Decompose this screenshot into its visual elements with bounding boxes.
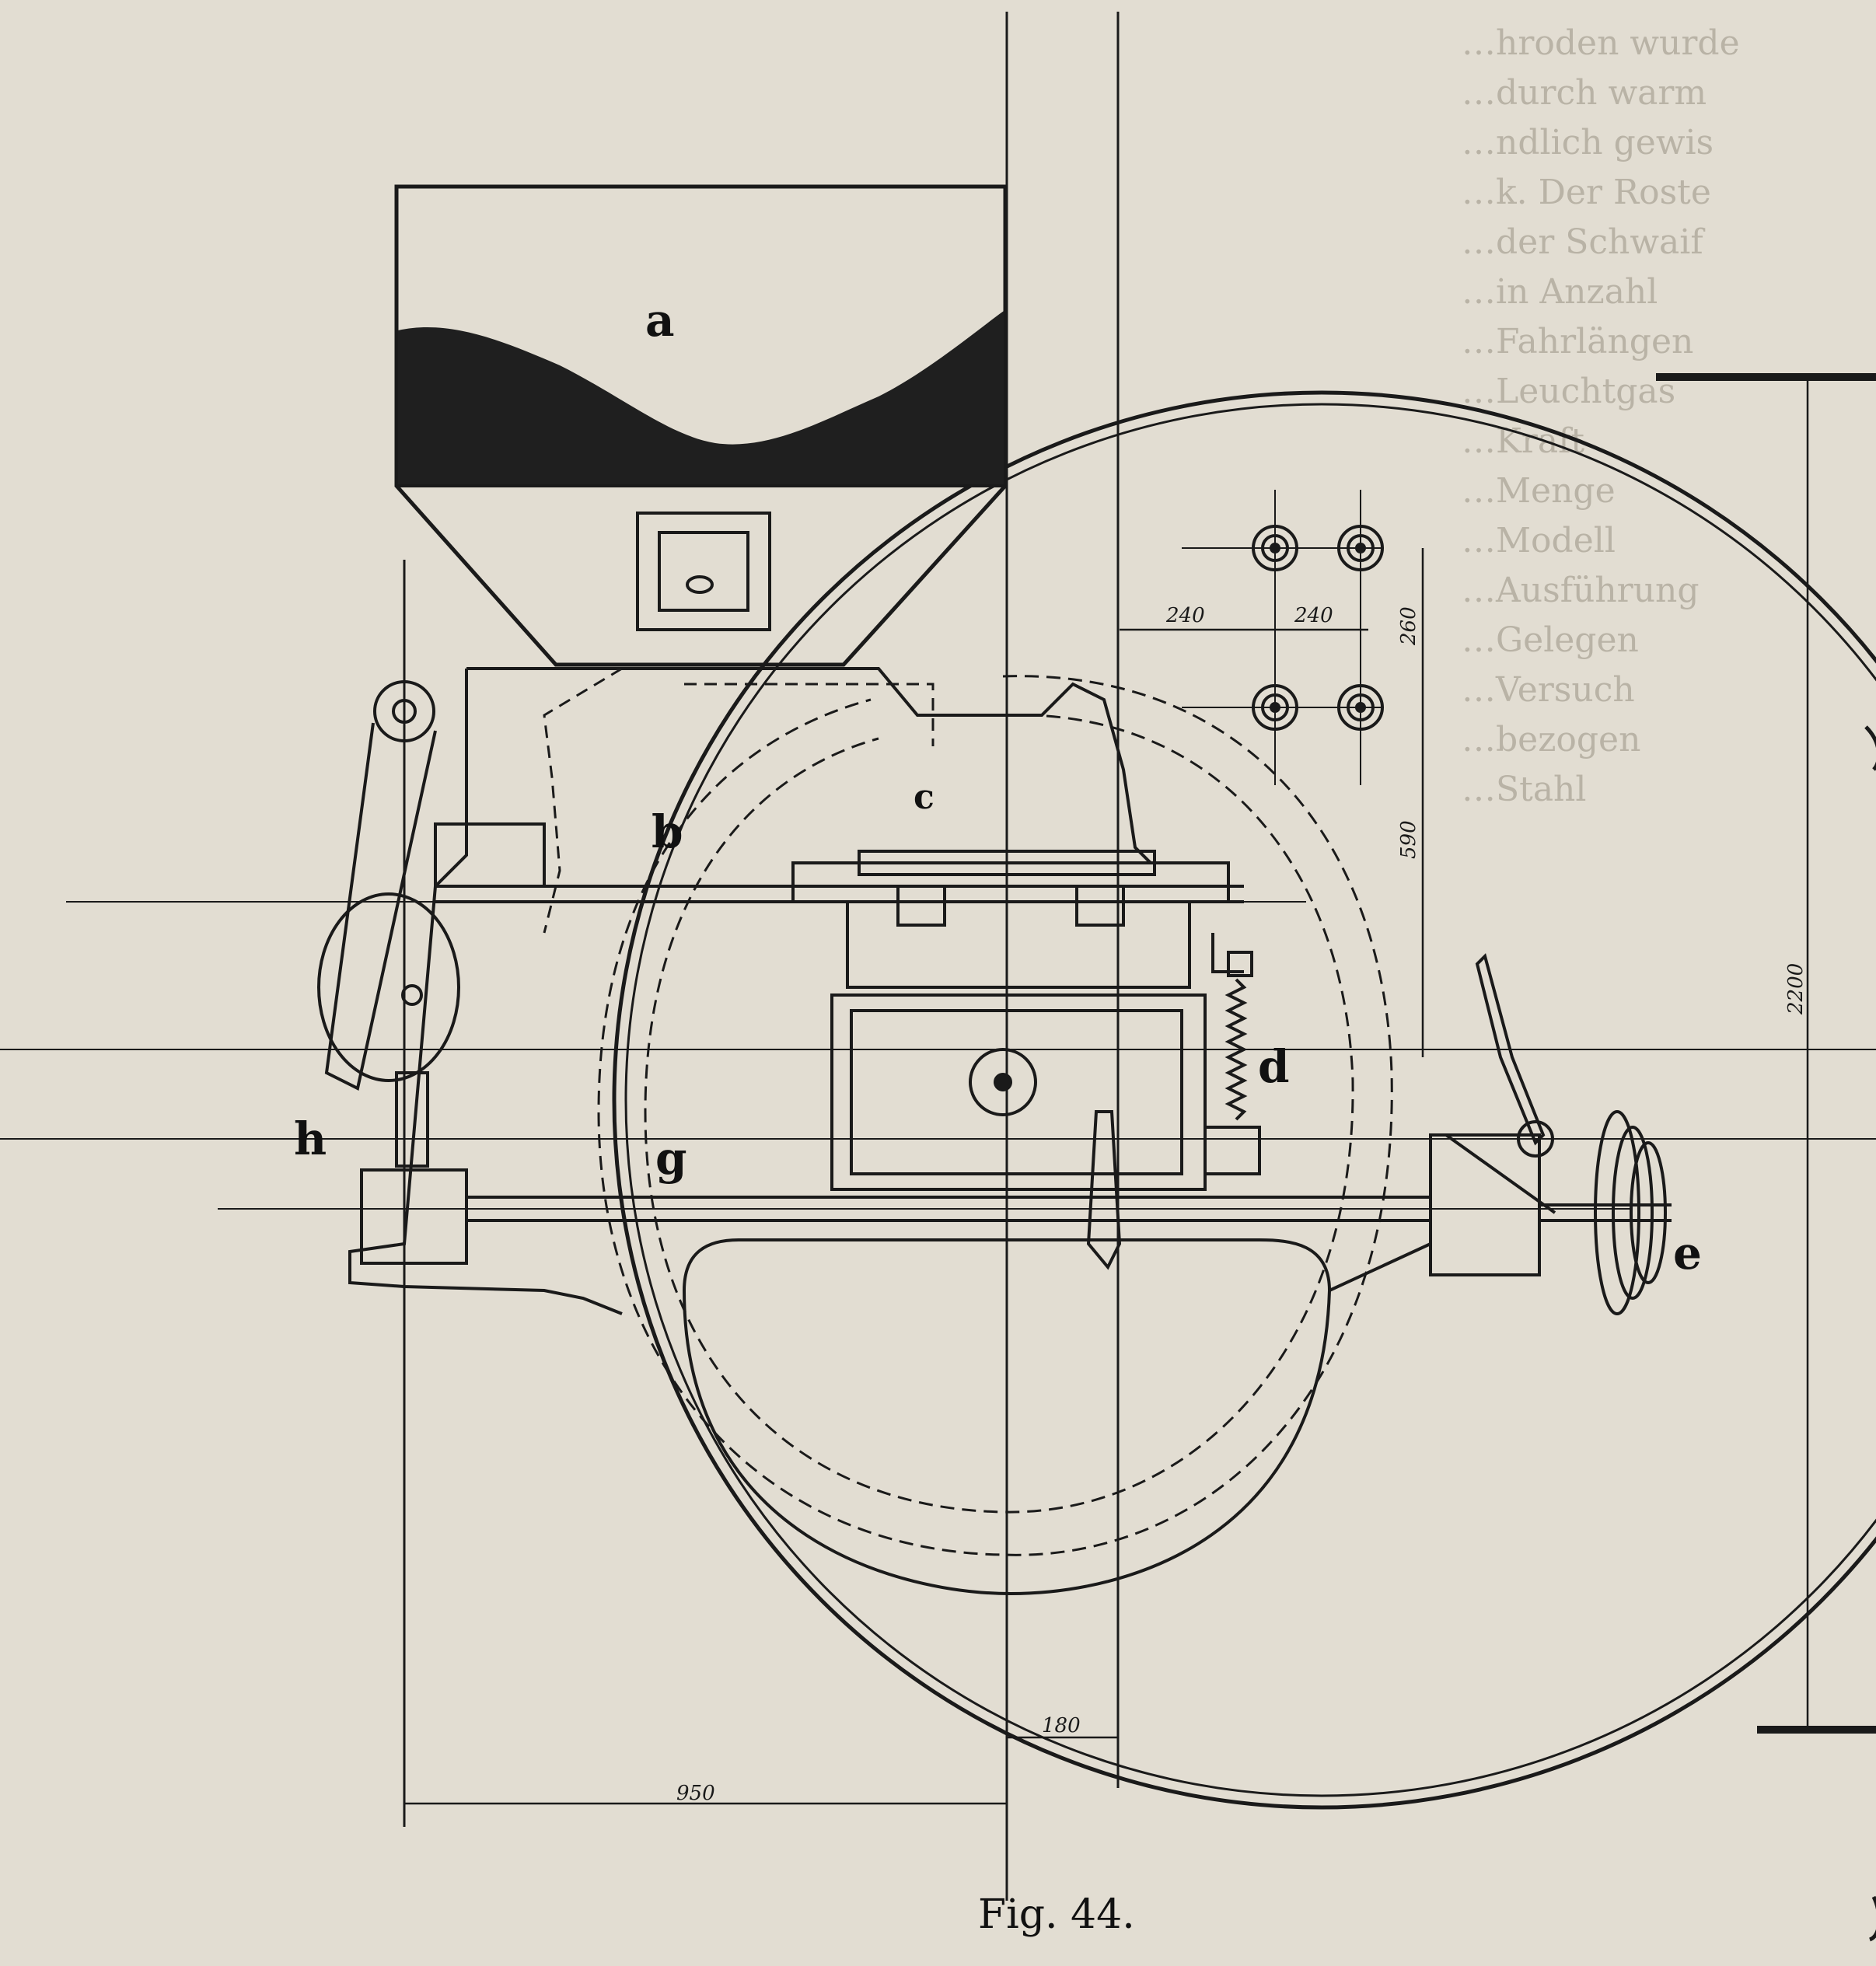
dashed-ring bbox=[597, 675, 1393, 1556]
bleed-line: …Stahl bbox=[1462, 770, 1586, 809]
bleed-line: …ndlich gewis bbox=[1462, 123, 1714, 162]
label-d: d bbox=[1258, 1040, 1290, 1093]
door-handwheel bbox=[969, 1048, 1037, 1116]
bleed-line: …durch warm bbox=[1462, 73, 1707, 113]
inspection-door bbox=[636, 512, 771, 631]
dimension-lines bbox=[404, 373, 1876, 1942]
bleed-line: …Versuch bbox=[1462, 670, 1635, 710]
label-h: h bbox=[294, 1112, 327, 1165]
bleed-line: …hroden wurde bbox=[1462, 23, 1740, 63]
dim-2200: 2200 bbox=[1784, 963, 1808, 1015]
hopper-coal-fill bbox=[398, 311, 1004, 484]
bleed-line: …Menge bbox=[1462, 471, 1616, 511]
label-g: g bbox=[655, 1132, 687, 1185]
bleed-line: …bezogen bbox=[1462, 720, 1640, 760]
dim-240-left: 240 bbox=[1165, 604, 1205, 627]
dim-240-right: 240 bbox=[1294, 604, 1333, 627]
dim-260: 260 bbox=[1397, 606, 1420, 646]
hole-pattern bbox=[1182, 490, 1384, 785]
label-c: c bbox=[914, 777, 935, 817]
bleed-line: …Kraft bbox=[1462, 421, 1584, 461]
guide-block-b bbox=[434, 822, 546, 888]
bleed-line: …Fahrlängen bbox=[1462, 322, 1693, 361]
dim-950: 950 bbox=[676, 1782, 715, 1805]
belt-pulley bbox=[1539, 1110, 1672, 1315]
figure-caption: Fig. 44. bbox=[978, 1891, 1135, 1938]
bleed-line: …Gelegen bbox=[1462, 620, 1639, 660]
hand-lever bbox=[1445, 953, 1556, 1214]
dim-590: 590 bbox=[1397, 820, 1420, 859]
bleed-line: …Leuchtgas bbox=[1462, 372, 1675, 411]
drum-inner-rim bbox=[624, 403, 1876, 1797]
label-b: b bbox=[652, 805, 683, 858]
d-opening bbox=[682, 1238, 1332, 1596]
lever-c bbox=[1086, 1110, 1122, 1270]
crank-arm bbox=[317, 680, 1244, 1168]
bearing-block-left bbox=[360, 1168, 468, 1265]
bearing-block-right bbox=[1429, 1133, 1541, 1276]
bleed-through-text: …hroden wurde …durch warm …ndlich gewis …k.… bbox=[1462, 23, 1740, 809]
firebox-door bbox=[791, 850, 1230, 1270]
label-e: e bbox=[1673, 1227, 1702, 1280]
label-a: a bbox=[645, 294, 675, 347]
dim-180: 180 bbox=[1042, 1714, 1081, 1737]
bleed-line: …Ausführung bbox=[1462, 571, 1700, 610]
outer-drum bbox=[612, 390, 1876, 1810]
bleed-line: …der Schwaif bbox=[1462, 222, 1705, 262]
bleed-line: …Modell bbox=[1462, 521, 1616, 560]
bleed-line: …in Anzahl bbox=[1462, 272, 1658, 312]
hopper bbox=[394, 184, 1008, 934]
drum-outer-rim bbox=[612, 390, 1876, 1810]
bleed-line: …k. Der Roste bbox=[1462, 173, 1711, 212]
spring-assembly bbox=[1204, 933, 1261, 1175]
